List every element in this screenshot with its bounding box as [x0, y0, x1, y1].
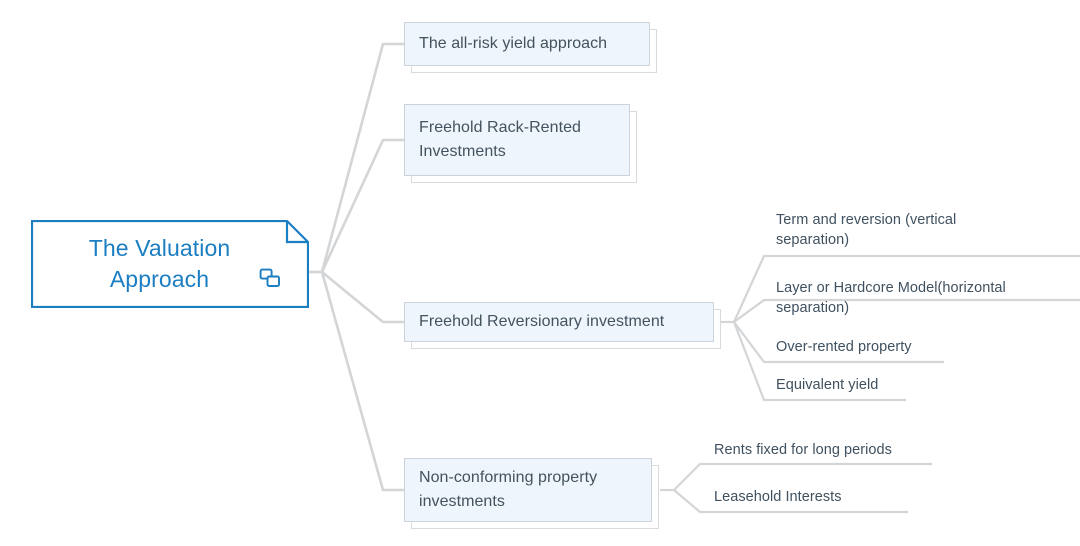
leaf-over-rented-property[interactable]: Over-rented property — [776, 339, 912, 355]
leaf-leasehold-interests[interactable]: Leasehold Interests — [714, 489, 842, 505]
branch-card[interactable]: Freehold Rack-Rented Investments — [404, 104, 630, 176]
root-node-label: The Valuation Approach — [88, 235, 231, 292]
branch-label: Freehold Reversionary investment — [419, 313, 665, 330]
root-node[interactable]: The Valuation Approach — [31, 220, 309, 308]
branch-label: Non-conforming property investments — [419, 469, 598, 510]
branch-label: Freehold Rack-Rented Investments — [419, 119, 581, 160]
leaf-equivalent-yield[interactable]: Equivalent yield — [776, 377, 879, 393]
branch-card[interactable]: Freehold Reversionary investment — [404, 302, 714, 342]
branch-node-freehold-reversionary[interactable]: Freehold Reversionary investment — [404, 302, 721, 349]
root-node-shape — [31, 220, 309, 308]
branch-card[interactable]: Non-conforming property investments — [404, 458, 652, 522]
leaf-term-and-reversion[interactable]: Term and reversion (vertical separation) — [776, 212, 957, 248]
branch-label: The all-risk yield approach — [419, 35, 608, 52]
copy-icon[interactable] — [259, 268, 281, 290]
leaf-layer-hardcore-model[interactable]: Layer or Hardcore Model(horizontal separ… — [776, 280, 1006, 316]
branch-node-freehold-rack-rented[interactable]: Freehold Rack-Rented Investments — [404, 104, 637, 183]
branch-node-non-conforming[interactable]: Non-conforming property investments — [404, 458, 659, 529]
wire-branch-1 — [320, 42, 404, 273]
branch-card[interactable]: The all-risk yield approach — [404, 22, 650, 66]
branch-node-all-risk-yield[interactable]: The all-risk yield approach — [404, 22, 657, 73]
wire-branch-3 — [321, 270, 404, 324]
wire-branch-2 — [320, 138, 404, 273]
leaf-rents-fixed-long-periods[interactable]: Rents fixed for long periods — [714, 442, 892, 458]
wire-branch-4 — [320, 271, 404, 492]
